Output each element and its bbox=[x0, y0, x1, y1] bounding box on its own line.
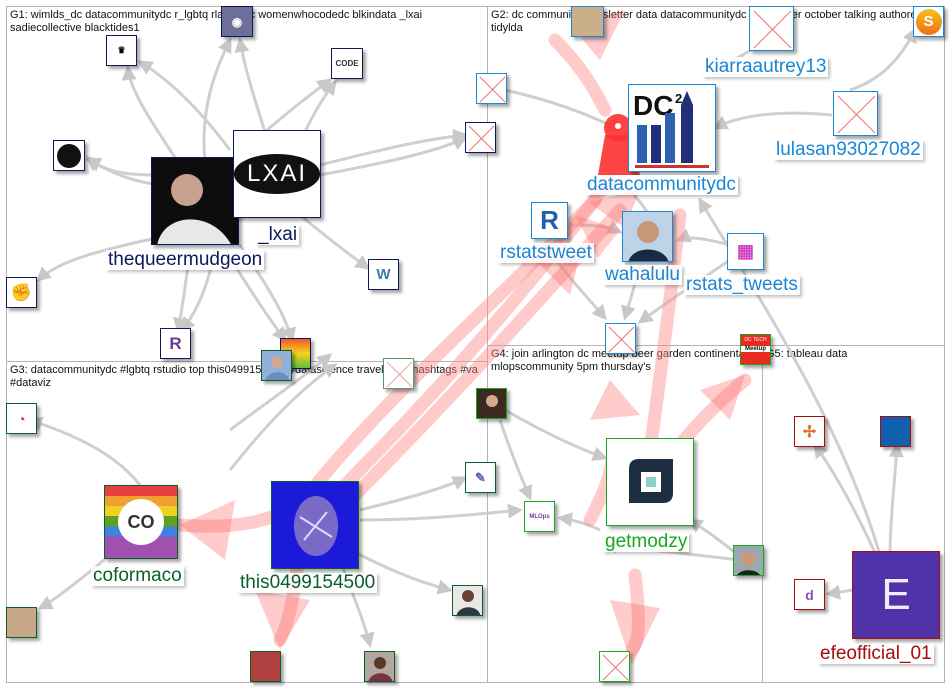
tableau-public-logo-icon bbox=[881, 417, 910, 446]
node-fist-logo[interactable]: ✊ bbox=[6, 277, 37, 308]
modzy-logo-icon bbox=[629, 459, 673, 503]
tableau-logo-icon: ✢ bbox=[802, 423, 817, 441]
broken-image-icon bbox=[837, 95, 876, 134]
label-this0499154500: this0499154500 bbox=[238, 572, 378, 593]
r-logo-icon: R bbox=[169, 333, 182, 353]
label-lulasan93027082: lulasan93027082 bbox=[774, 139, 923, 160]
label-datacommunitydc: datacommunitydc bbox=[585, 174, 738, 195]
person-photo-icon bbox=[368, 657, 393, 681]
node-g5-datalogo[interactable]: d bbox=[794, 579, 825, 610]
node-coformaco[interactable]: CO bbox=[104, 485, 178, 559]
person-photo-icon bbox=[456, 590, 481, 615]
wimlds-logo-icon: W bbox=[376, 266, 391, 283]
node-lxai[interactable]: LXAI bbox=[233, 130, 321, 218]
node-kiarraautrey13[interactable] bbox=[749, 6, 794, 51]
node-datacommunitydc[interactable]: DC 2 bbox=[628, 84, 716, 172]
person-photo-icon bbox=[486, 395, 498, 407]
broken-image-icon bbox=[753, 10, 792, 49]
blkindata-logo-icon bbox=[54, 141, 84, 170]
node-tidylda-photo[interactable] bbox=[571, 6, 604, 37]
node-blank-3[interactable] bbox=[605, 323, 636, 354]
coformaco-logo-icon: CO bbox=[105, 486, 177, 558]
mlops-logo-icon: MLOps bbox=[529, 513, 550, 520]
person-photo-icon bbox=[265, 356, 290, 380]
red-logo-icon: ◔ bbox=[17, 410, 26, 427]
node-blank-4[interactable] bbox=[599, 651, 630, 682]
label-efeofficial-01: efeofficial_01 bbox=[818, 643, 934, 664]
node-mlopscommunity[interactable]: MLOps bbox=[524, 501, 555, 532]
node-travelingali[interactable] bbox=[383, 358, 414, 389]
person-photo-icon bbox=[251, 652, 280, 681]
meetup-logo-icon: Meetup bbox=[741, 346, 770, 352]
group-panel-g5: G5: tableau data bbox=[762, 345, 945, 683]
e-avatar-icon: E bbox=[881, 570, 911, 619]
node-g4-person-woman[interactable] bbox=[476, 388, 507, 419]
node-rstats-tweets[interactable]: ▦ bbox=[727, 233, 764, 270]
d-logo-icon: d bbox=[805, 586, 814, 603]
node-slogan[interactable]: S bbox=[913, 6, 944, 37]
label-rstatstweet: rstatstweet bbox=[498, 242, 594, 263]
node-wimlds[interactable]: W bbox=[368, 259, 399, 290]
rladies-logo-icon: ◉ bbox=[231, 14, 243, 29]
broken-image-icon bbox=[386, 361, 413, 388]
dctech-label: DC TECH bbox=[744, 337, 767, 343]
label-lxai: _lxai bbox=[256, 224, 300, 245]
broken-image-icon bbox=[479, 76, 506, 103]
person-photo-icon bbox=[7, 608, 36, 637]
map-photo-icon bbox=[572, 7, 603, 36]
node-g3-person-bottom-2[interactable] bbox=[364, 651, 395, 682]
drawing-icon: ✎ bbox=[475, 469, 486, 485]
group-title-g3: G3: datacommunitydc #lgbtq rstudio top t… bbox=[10, 364, 478, 389]
node-blkindata[interactable] bbox=[53, 140, 85, 171]
s-logo-icon: S bbox=[914, 7, 943, 36]
node-lulasan93027082[interactable] bbox=[833, 91, 878, 136]
node-dctech-meetup[interactable]: DC TECH Meetup bbox=[740, 334, 771, 365]
node-womenwhocodedc[interactable]: CODE bbox=[331, 48, 363, 79]
node-g3-person-couple[interactable] bbox=[6, 607, 37, 638]
label-thequeermudgeon: thequeermudgeon bbox=[106, 249, 265, 270]
person-photo-icon bbox=[628, 221, 669, 261]
broken-image-icon bbox=[468, 125, 495, 152]
r-logo-icon: R bbox=[540, 205, 559, 235]
dc2-logo-icon: DC 2 bbox=[633, 90, 709, 168]
node-getmodzy[interactable] bbox=[606, 438, 694, 526]
node-rstatstweet[interactable]: R bbox=[531, 202, 568, 239]
code-logo-icon: CODE bbox=[335, 59, 359, 68]
label-coformaco: coformaco bbox=[91, 565, 184, 586]
node-thequeermudgeon[interactable] bbox=[151, 157, 239, 245]
node-this0499154500[interactable] bbox=[271, 481, 359, 569]
node-g4-person-man[interactable] bbox=[733, 545, 764, 576]
node-tableau[interactable]: ✢ bbox=[794, 416, 825, 447]
lxai-logo-icon: LXAI bbox=[234, 131, 320, 217]
group-title-g4: G4: join arlington dc meetup beer garden… bbox=[491, 348, 748, 373]
node-wahalulu[interactable] bbox=[622, 211, 673, 262]
person-photo-icon bbox=[737, 552, 760, 575]
label-wahalulu: wahalulu bbox=[603, 264, 682, 285]
fist-icon: ✊ bbox=[10, 282, 33, 302]
person-photo-icon bbox=[152, 158, 238, 244]
node-g3-person-suit[interactable] bbox=[452, 585, 483, 616]
blacktides-logo-icon: ♛ bbox=[117, 45, 126, 55]
node-blacktides1[interactable]: ♛ bbox=[106, 35, 137, 66]
person-photo-icon bbox=[272, 482, 358, 568]
colorful-logo-icon: ▦ bbox=[736, 241, 754, 261]
node-g3-logo-left[interactable]: ◔ bbox=[6, 403, 37, 434]
node-tableau-public[interactable] bbox=[880, 416, 911, 447]
node-blank-2[interactable] bbox=[465, 122, 496, 153]
label-rstats-tweets: rstats_tweets bbox=[684, 274, 800, 295]
broken-image-icon bbox=[602, 654, 629, 681]
group-title-g1: G1: wimlds_dc datacommunitydc r_lgbtq rl… bbox=[10, 9, 423, 34]
svg-text:2: 2 bbox=[675, 91, 682, 106]
node-blank-1[interactable] bbox=[476, 73, 507, 104]
node-g1-person[interactable] bbox=[261, 350, 292, 381]
label-getmodzy: getmodzy bbox=[603, 531, 690, 552]
node-efeofficial-01[interactable]: E bbox=[852, 551, 940, 639]
broken-image-icon bbox=[608, 326, 635, 353]
label-kiarraautrey13: kiarraautrey13 bbox=[703, 56, 829, 77]
node-rladiesdc[interactable]: ◉ bbox=[221, 6, 253, 37]
node-g3-small-logo[interactable]: ✎ bbox=[465, 462, 496, 493]
group-title-g5: G5: tableau data bbox=[766, 348, 848, 360]
node-g3-person-bottom-1[interactable] bbox=[250, 651, 281, 682]
node-rstudio[interactable]: R bbox=[160, 328, 191, 359]
